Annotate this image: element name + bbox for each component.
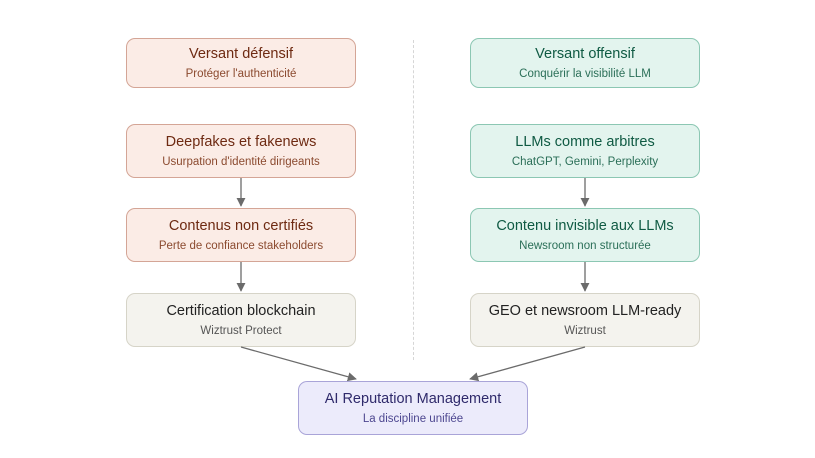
node-subtitle: ChatGPT, Gemini, Perplexity xyxy=(511,155,659,168)
node-subtitle: Protéger l'authenticité xyxy=(185,67,297,80)
blockchain-certification-node: Certification blockchain Wiztrust Protec… xyxy=(126,293,356,347)
column-divider xyxy=(413,40,414,360)
node-title: Certification blockchain xyxy=(166,302,316,319)
node-subtitle: Wiztrust Protect xyxy=(200,324,282,337)
ai-reputation-management-node: AI Reputation Management La discipline u… xyxy=(298,381,528,435)
deepfakes-node: Deepfakes et fakenews Usurpation d'ident… xyxy=(126,124,356,178)
node-subtitle: La discipline unifiée xyxy=(362,412,464,425)
arrow-geo-to-outcome xyxy=(469,346,586,382)
node-title: Contenu invisible aux LLMs xyxy=(496,217,674,234)
geo-newsroom-node: GEO et newsroom LLM-ready Wiztrust xyxy=(470,293,700,347)
node-title: GEO et newsroom LLM-ready xyxy=(488,302,682,319)
node-subtitle: Usurpation d'identité dirigeants xyxy=(162,155,320,168)
invisible-content-node: Contenu invisible aux LLMs Newsroom non … xyxy=(470,208,700,262)
arrow-blockchain-to-outcome xyxy=(240,346,357,382)
uncertified-content-node: Contenus non certifiés Perte de confianc… xyxy=(126,208,356,262)
llm-arbiters-node: LLMs comme arbitres ChatGPT, Gemini, Per… xyxy=(470,124,700,178)
node-subtitle: Conquérir la visibilité LLM xyxy=(519,67,651,80)
offensive-header-node: Versant offensif Conquérir la visibilité… xyxy=(470,38,700,88)
node-subtitle: Wiztrust xyxy=(564,324,606,337)
node-title: Contenus non certifiés xyxy=(168,217,314,234)
node-title: Versant offensif xyxy=(535,45,635,62)
node-title: AI Reputation Management xyxy=(324,390,502,407)
node-title: LLMs comme arbitres xyxy=(515,133,655,150)
node-subtitle: Perte de confiance stakeholders xyxy=(158,239,324,252)
node-subtitle: Newsroom non structurée xyxy=(519,239,651,252)
node-title: Deepfakes et fakenews xyxy=(165,133,317,150)
defensive-header-node: Versant défensif Protéger l'authenticité xyxy=(126,38,356,88)
node-title: Versant défensif xyxy=(189,45,293,62)
